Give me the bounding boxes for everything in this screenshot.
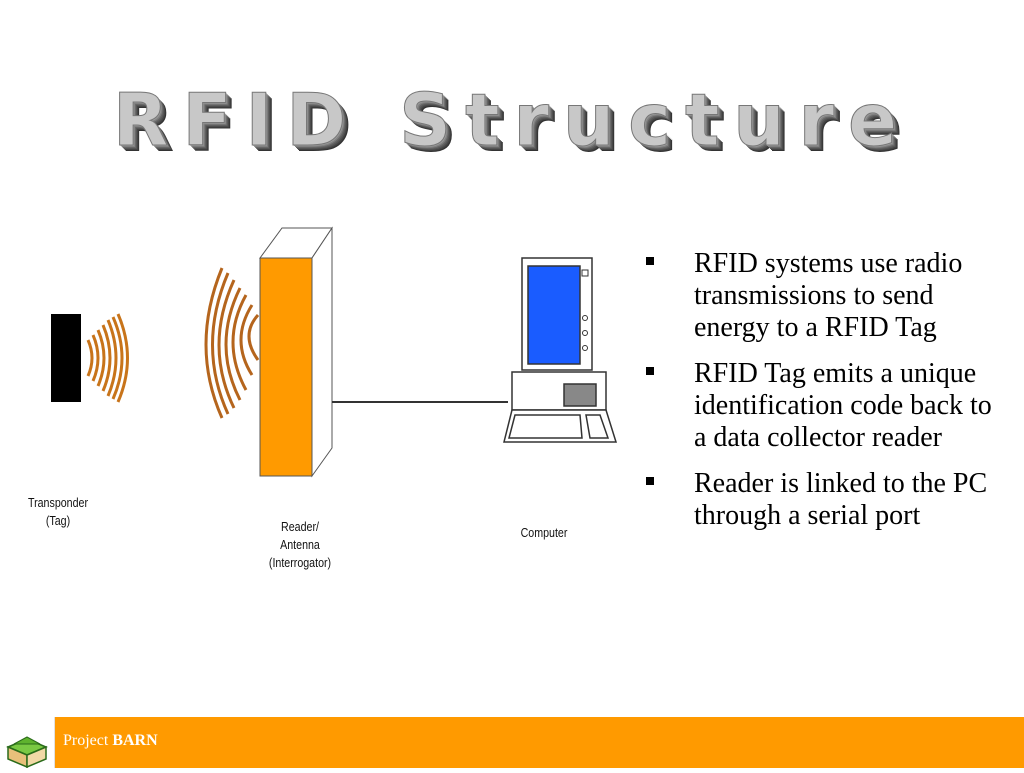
footer-project-name: Project BARN — [63, 732, 158, 750]
rfid-diagram-svg — [51, 226, 618, 478]
bullet-item: RFID Tag emits a unique identification c… — [640, 358, 1010, 454]
rfid-diagram: Transponder (Tag) Reader/ Antenna (Inter… — [0, 200, 640, 620]
bullet-text: Reader is linked to the PC through a ser… — [694, 468, 988, 531]
slide-title: RFID Structure — [113, 78, 911, 163]
reader-label: Reader/ Antenna (Interrogator) — [268, 519, 332, 570]
transponder-tag-icon — [51, 314, 81, 402]
computer-label: Computer — [520, 525, 568, 540]
footer-bar: Project BARN — [0, 717, 1024, 769]
bullet-list: RFID systems use radio transmissions to … — [640, 248, 1010, 546]
bullet-marker-icon — [646, 477, 654, 485]
bullet-text: RFID Tag emits a unique identification c… — [694, 358, 992, 453]
bullet-item: Reader is linked to the PC through a ser… — [640, 468, 1010, 532]
barn-logo-icon — [0, 717, 55, 769]
footer-brand: BARN — [112, 732, 158, 749]
reader-antenna-icon — [259, 226, 333, 478]
footer-prefix: Project — [63, 732, 109, 749]
bullet-marker-icon — [646, 367, 654, 375]
reader-waves-icon — [204, 267, 260, 419]
tag-waves-icon — [86, 313, 129, 403]
transponder-label: Transponder (Tag) — [27, 495, 89, 528]
bullet-marker-icon — [646, 257, 654, 265]
computer-icon — [503, 257, 618, 443]
bullet-text: RFID systems use radio transmissions to … — [694, 248, 963, 343]
bullet-item: RFID systems use radio transmissions to … — [640, 248, 1010, 344]
